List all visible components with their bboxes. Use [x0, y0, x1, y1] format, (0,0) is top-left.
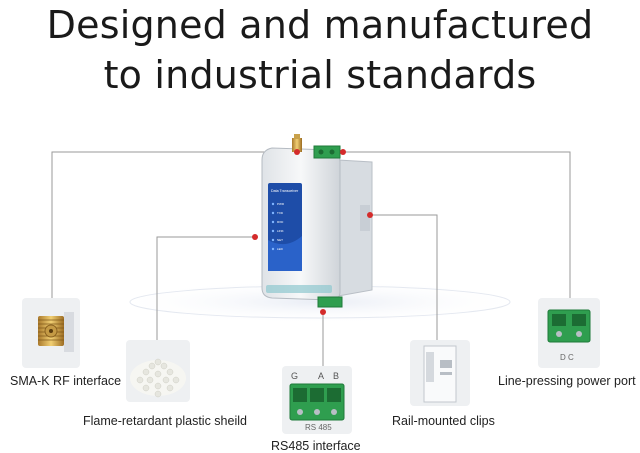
- callout-dot-sma: [294, 149, 300, 155]
- feature-label-shield: Flame-retardant plastic sheild: [83, 414, 247, 428]
- rs485-terminal-icon: G A B RS 485: [282, 366, 352, 434]
- feature-label-rail: Rail-mounted clips: [392, 414, 495, 428]
- led-indicator: [271, 211, 275, 215]
- rs485-pin-b: B: [333, 371, 339, 381]
- callout-dot-power: [340, 149, 346, 155]
- rail-clip-icon: [410, 340, 470, 406]
- rs485-pin-a: A: [318, 371, 324, 381]
- callout-dot-shield: [252, 234, 258, 240]
- callout-lines: [51, 151, 571, 368]
- callout-line-sma: [51, 151, 295, 300]
- led-label: RXD: [277, 220, 284, 224]
- power-marking: D C: [560, 353, 574, 362]
- led-label: TXD: [277, 211, 284, 215]
- power-terminal-on-device: [313, 145, 341, 159]
- headline-line-1: Designed and manufactured: [46, 3, 594, 47]
- callout-dots: [252, 149, 373, 315]
- feature-label-power: Line-pressing power port: [498, 374, 636, 388]
- led-indicator: [271, 202, 275, 206]
- led-label: NET: [277, 238, 283, 242]
- headline-line-2: to industrial standards: [103, 53, 537, 97]
- callout-dot-rail: [367, 212, 373, 218]
- led-label: LED: [277, 247, 284, 251]
- device-brand-text: Data Transceiver: [271, 189, 299, 193]
- led-label: PWR: [277, 202, 285, 206]
- data-transceiver-device: Data Transceiver PWR TXD RXD LINK NET LE…: [261, 134, 373, 308]
- led-indicator: [271, 229, 275, 233]
- callout-line-shield: [156, 236, 255, 342]
- rs485-pin-g: G: [291, 371, 298, 381]
- callout-line-rail: [370, 214, 438, 342]
- feature-label-sma: SMA-K RF interface: [10, 374, 122, 388]
- rs485-terminal-on-device: [317, 296, 343, 308]
- rs485-marking: RS 485: [305, 423, 332, 432]
- callout-line-power: [343, 151, 571, 300]
- led-indicator: [271, 247, 275, 251]
- power-terminal-icon: D C: [538, 298, 600, 368]
- callout-dot-rs485: [320, 309, 326, 315]
- sma-connector-on-device: [292, 138, 302, 152]
- feature-label-rs485: RS485 interface: [271, 439, 361, 453]
- sma-connector-icon: [22, 298, 80, 368]
- plastic-pellets-icon: [126, 340, 190, 402]
- led-indicator: [271, 238, 275, 242]
- led-indicator: [271, 220, 275, 224]
- led-label: LINK: [277, 229, 284, 233]
